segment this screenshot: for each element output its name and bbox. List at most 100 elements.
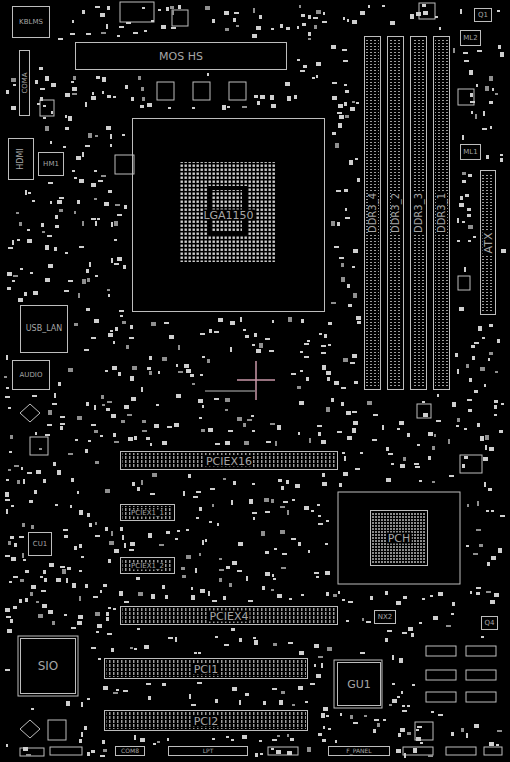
smd-part [224,644,229,646]
smd-part [77,416,82,420]
smd-part [168,637,173,639]
smd-part [452,602,455,606]
smd-part [210,488,215,490]
smd-part [435,16,438,18]
smd-part [249,499,253,504]
smd-part [360,11,365,15]
smd-part [301,14,305,17]
smd-part [97,218,100,220]
smd-part [21,467,23,470]
smd-part [422,401,425,403]
smd-part [72,170,75,172]
smd-part [8,541,11,545]
smd-part [48,182,53,184]
smd-part [269,350,274,352]
smd-part [81,732,83,737]
smd-part [464,428,467,430]
smd-part [481,636,484,638]
smd-part [205,539,207,542]
smd-part [138,76,141,80]
smd-part [433,616,438,620]
smd-part [318,656,323,658]
smd-part [190,374,194,377]
smd-part [352,428,356,433]
smd-part [411,633,414,637]
smd-part [197,682,202,684]
expansion-slot-pins [106,453,336,729]
smd-part [43,105,46,107]
smd-part [202,540,204,545]
smd-part [111,222,113,227]
smd-part [23,747,28,751]
smd-part [482,337,485,339]
smd-part [18,298,23,302]
smd-part [392,699,397,703]
smd-part [324,334,327,338]
smd-part [153,743,156,745]
smd-part [248,600,253,602]
smd-part [265,551,269,554]
smd-part [496,744,499,746]
smd-part [356,102,359,104]
smd-part [51,111,53,114]
smd-part [274,548,277,550]
smd-part [489,324,493,327]
smd-part [189,694,191,699]
smd-part [219,569,224,571]
smd-part [347,284,350,288]
smd-part [65,252,68,254]
smd-part [338,591,340,594]
smd-part [500,52,504,57]
smd-part [126,22,131,24]
smd-part [121,420,125,423]
smd-part [489,352,493,355]
smd-part [345,90,349,93]
smd-part [81,556,84,558]
smd-part [92,92,94,95]
smd-part [62,569,66,574]
smd-part [208,428,213,432]
smd-part [335,740,337,743]
smd-part [464,456,468,459]
component-outline: SIO [20,638,76,694]
smd-part [195,568,197,573]
smd-part [101,32,106,34]
smd-part [161,25,166,29]
smd-part [346,411,351,415]
smd-part [147,367,151,370]
smd-part [119,26,124,28]
smd-part [150,443,152,446]
smd-part [106,24,108,29]
silkscreen-label: ML1 [462,149,478,156]
smd-part [337,222,340,226]
smd-part [436,420,441,422]
silkscreen-label: MOS HS [158,51,204,62]
smd-part [416,729,419,731]
smd-part [265,338,270,340]
smd-part [25,598,28,602]
smd-part [326,715,329,717]
smd-part [308,550,310,553]
smd-part [212,504,214,507]
smd-part [63,146,66,148]
smd-part [471,111,473,114]
smd-part [22,553,24,558]
smd-part [277,735,280,737]
smd-part [116,689,119,691]
smd-part [257,101,260,105]
smd-part [95,6,100,8]
smd-part [420,742,423,744]
smd-part [473,236,476,238]
smd-part [348,304,352,307]
smd-part [234,12,239,14]
smd-part [343,17,345,20]
smd-part [68,280,73,282]
smd-part [243,329,246,331]
silkscreen-label: LGA1150 [202,210,254,221]
smd-part [11,78,16,82]
smd-part [476,529,481,531]
smd-part [56,578,61,582]
smd-part [170,6,174,9]
smd-part [486,510,489,512]
smd-part [5,555,10,557]
